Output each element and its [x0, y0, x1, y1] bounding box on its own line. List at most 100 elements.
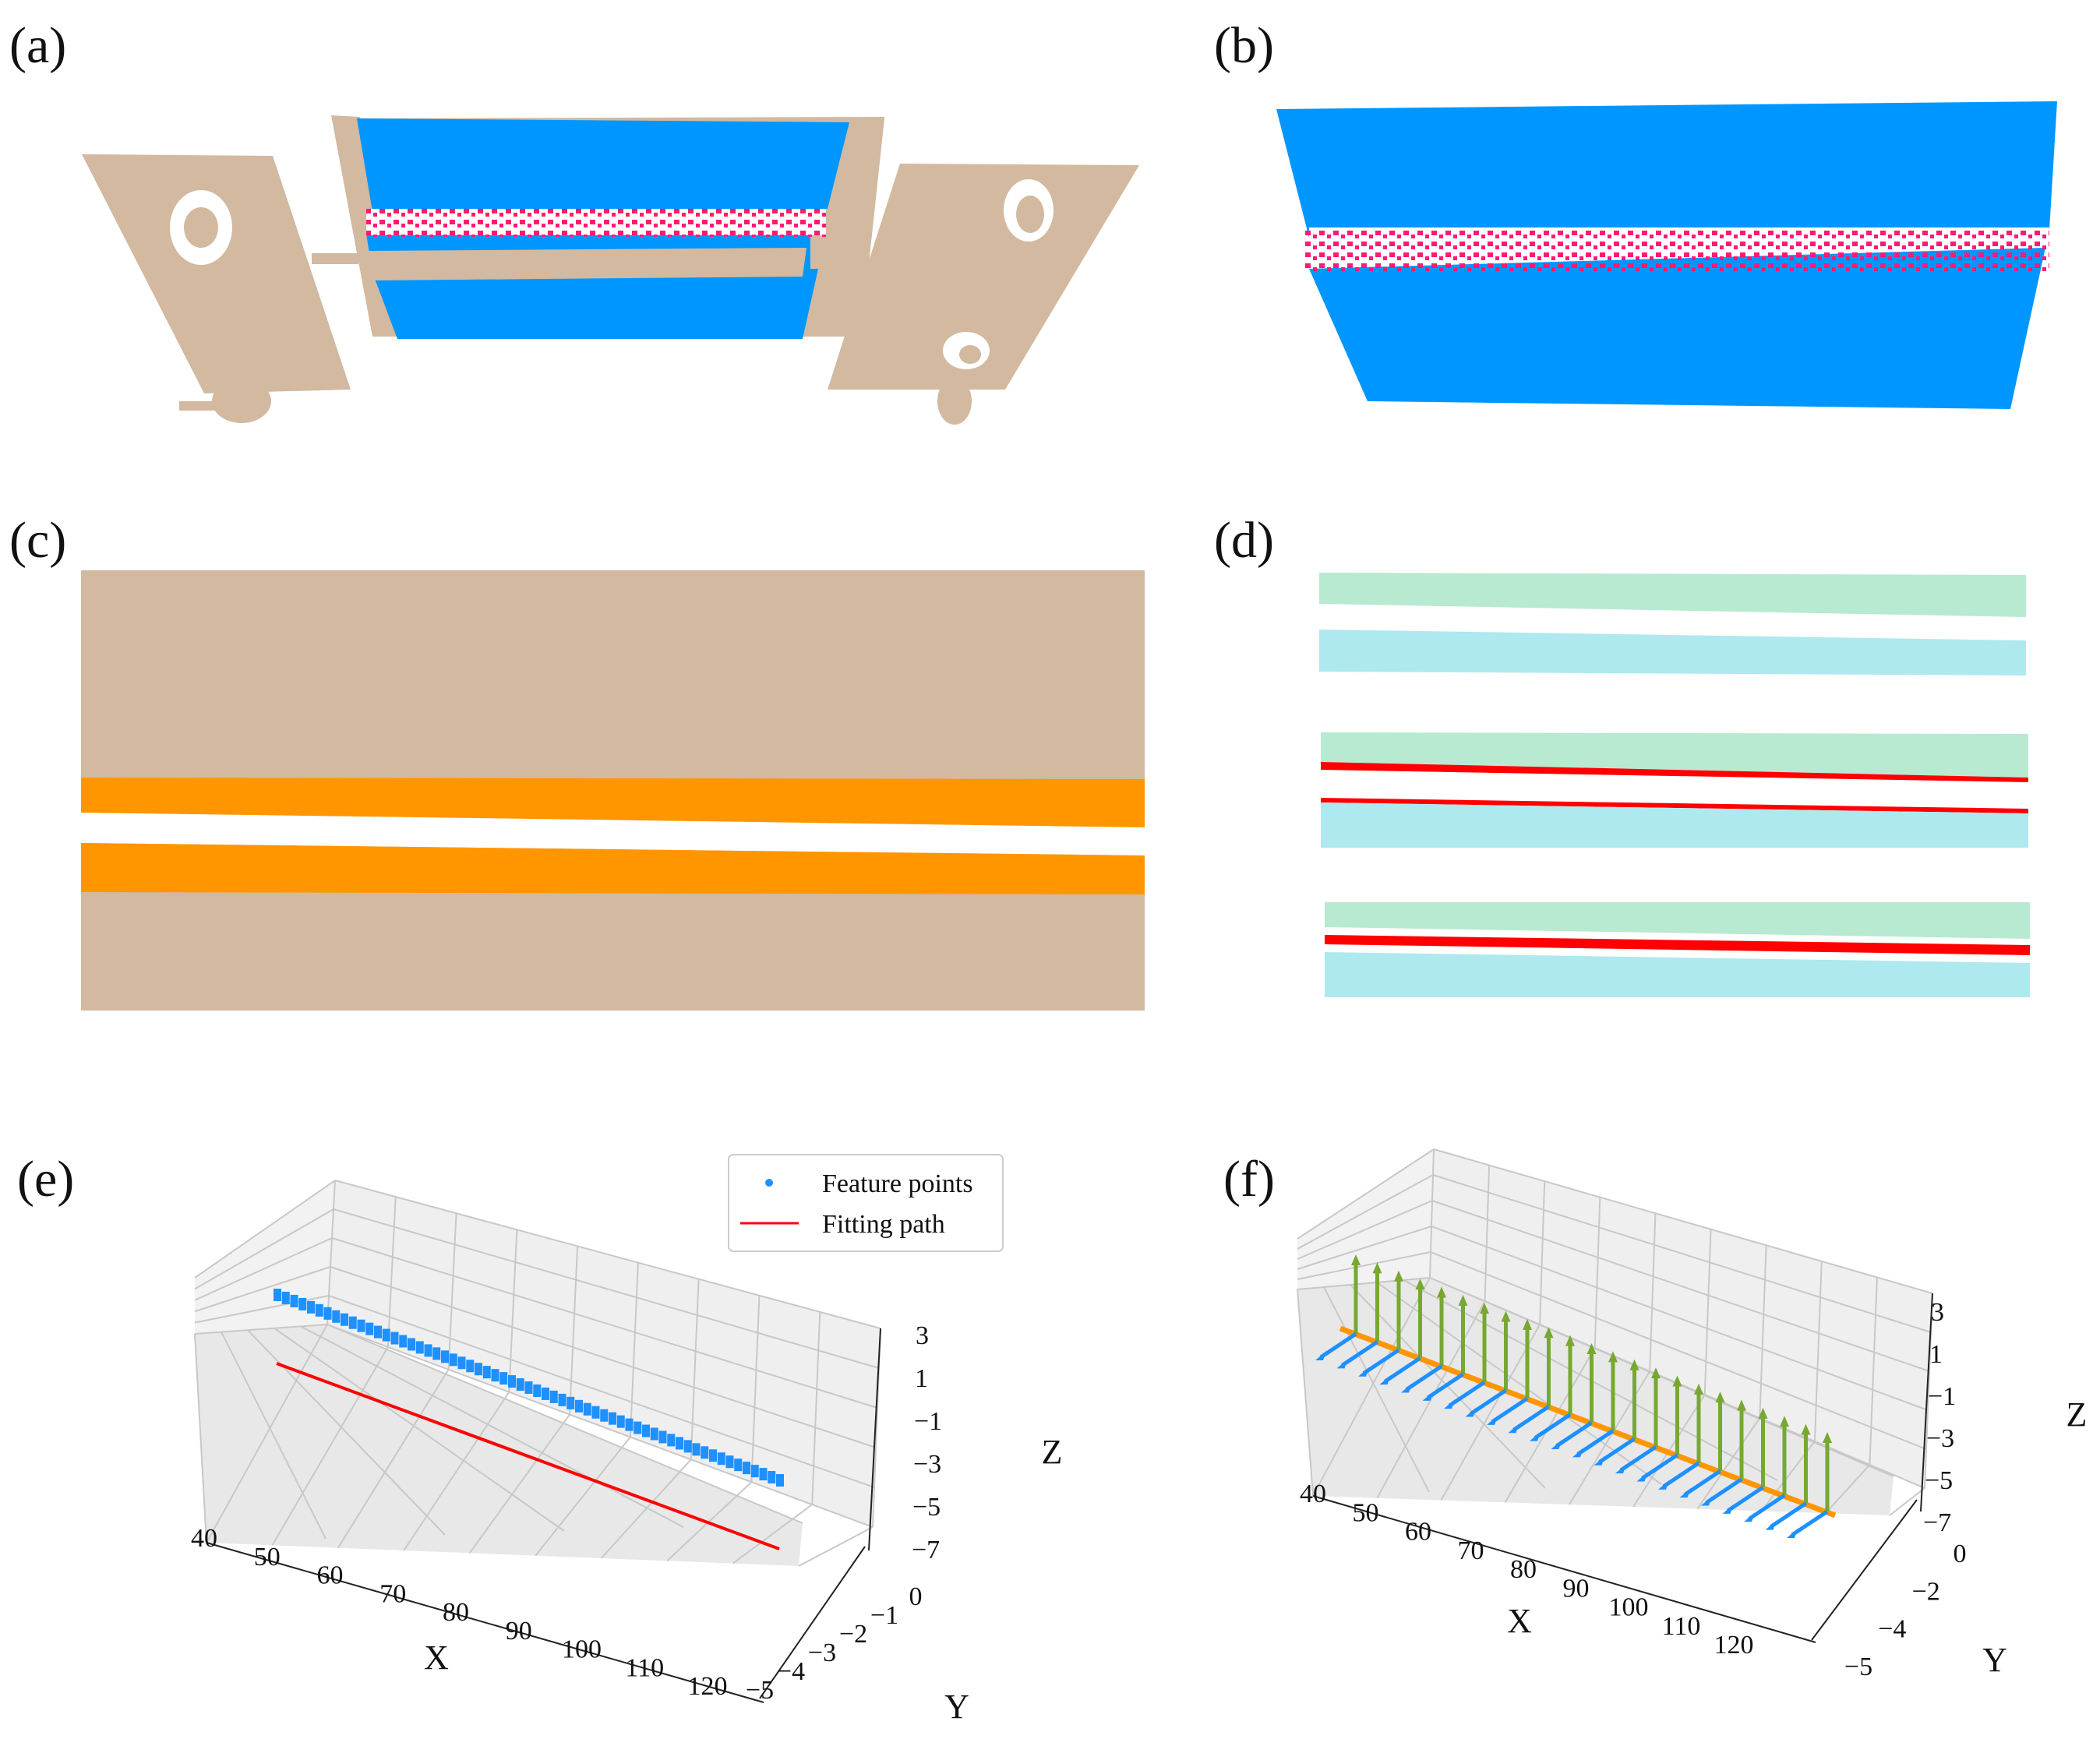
grid-line: [1429, 1277, 1894, 1477]
tangent-arrowhead: [1615, 1464, 1626, 1474]
layer-3-bottom: [1325, 952, 2030, 997]
grid-line: [194, 1333, 207, 1543]
panel-e-label: (e): [17, 1151, 74, 1208]
tangent-vector: [1341, 1340, 1378, 1367]
grid-line: [1429, 1148, 1435, 1279]
grid-line: [1484, 1165, 1491, 1302]
feature-point: [424, 1344, 432, 1357]
feature-point: [298, 1297, 307, 1310]
z-tick-label: −5: [1925, 1466, 1953, 1495]
feature-point: [776, 1474, 784, 1487]
tangent-arrowhead: [1487, 1415, 1498, 1425]
normal-arrowhead: [1458, 1294, 1468, 1306]
feature-point: [609, 1412, 616, 1425]
tangent-arrowhead: [1508, 1423, 1519, 1434]
panel-f: (f) 4050607080901001101200−2−4−531−1−3−5…: [1223, 1148, 2087, 1681]
feature-point: [274, 1289, 281, 1301]
panel-d: (d): [1214, 512, 2030, 997]
tangent-vector: [1405, 1364, 1443, 1392]
normal-arrowhead: [1372, 1262, 1382, 1274]
z-tick-label: 1: [915, 1364, 928, 1393]
tangent-vector: [1470, 1388, 1507, 1416]
tangent-arrowhead: [1572, 1448, 1583, 1458]
layer-2-top: [1321, 732, 2028, 778]
normal-arrowhead: [1565, 1335, 1575, 1346]
normal-arrowhead: [1823, 1432, 1832, 1443]
grid-line: [1297, 1174, 1434, 1250]
panel-a: (a): [9, 17, 1139, 425]
tangent-arrowhead: [1336, 1359, 1348, 1369]
y-tick-label: −4: [1878, 1615, 1906, 1644]
legend-e: Feature points Fitting path: [728, 1154, 1004, 1252]
grid-line: [333, 1208, 880, 1369]
feature-point: [725, 1455, 734, 1469]
feature-point: [399, 1335, 408, 1348]
feature-point: [341, 1313, 348, 1326]
normal-arrowhead: [1501, 1310, 1511, 1322]
x-tick-label: 60: [1405, 1518, 1431, 1547]
panel-a-label: (a): [9, 17, 66, 74]
tangent-vector: [1384, 1356, 1421, 1384]
grid-line: [1297, 1289, 1314, 1497]
normal-arrowhead: [1758, 1407, 1768, 1419]
tangent-arrowhead: [1358, 1367, 1369, 1377]
feature-point: [634, 1421, 642, 1434]
normal-arrowhead: [1394, 1270, 1403, 1282]
grid-line: [508, 1229, 518, 1392]
feature-point: [516, 1378, 524, 1392]
grid-line: [334, 1180, 881, 1329]
seam-band-upper: [81, 778, 1145, 827]
feature-point: [466, 1360, 475, 1373]
grid-line: [468, 1413, 570, 1554]
y-axis-label: Y: [1982, 1641, 2007, 1679]
y-tick-label: −2: [1912, 1577, 1940, 1606]
axes-f: 4050607080901001101200−2−4−531−1−3−5−7XY…: [1297, 1148, 2087, 1681]
feature-point: [307, 1300, 315, 1314]
normal-arrowhead: [1737, 1399, 1746, 1411]
grid-line: [274, 1327, 565, 1532]
y-tick-label: −5: [746, 1676, 774, 1705]
tangent-arrowhead: [1465, 1407, 1477, 1417]
x-tick-label: 80: [443, 1598, 469, 1627]
x-tick-label: 120: [1714, 1631, 1754, 1660]
grid-line: [1433, 1148, 1933, 1294]
feature-point: [701, 1446, 709, 1459]
z-tick-label: −3: [1926, 1424, 1954, 1453]
x-tick-label: 120: [688, 1672, 728, 1701]
fitting-path: [276, 1362, 780, 1550]
grid-line: [331, 1237, 878, 1409]
feature-point: [449, 1353, 457, 1367]
x-axis-label: X: [1507, 1602, 1532, 1640]
lower-plate-surface: [1309, 248, 2045, 409]
x-tick-label: 110: [625, 1653, 664, 1682]
tangent-vector: [1491, 1396, 1529, 1423]
feature-point: [482, 1366, 491, 1379]
grid-line: [1889, 1487, 1925, 1516]
grid-line: [1297, 1277, 1431, 1290]
tangent-arrowhead: [1722, 1504, 1734, 1514]
feature-point: [734, 1459, 743, 1472]
normal-arrowhead: [1715, 1392, 1725, 1403]
feature-point: [382, 1328, 390, 1342]
feature-point: [600, 1409, 609, 1422]
grid-line: [535, 1436, 631, 1557]
y-tick-label: −3: [808, 1638, 836, 1667]
panel-c: (c): [9, 512, 1145, 1011]
grid-line: [1297, 1226, 1432, 1270]
tangent-arrowhead: [1658, 1480, 1669, 1490]
panel-e: (e) 4050607080901001101200−1−2−3−4−531−1…: [17, 1151, 1062, 1726]
grid-line: [1297, 1251, 1431, 1280]
left-plate: [82, 154, 358, 423]
feature-point: [315, 1303, 323, 1317]
feature-point: [542, 1387, 549, 1400]
grid-line: [1432, 1174, 1932, 1333]
feature-point: [759, 1468, 768, 1481]
grid-line: [1504, 1347, 1596, 1503]
z-tick-label: 3: [1931, 1298, 1944, 1327]
grid-line: [194, 1266, 331, 1313]
tangent-arrowhead: [1744, 1512, 1755, 1522]
feature-point: [357, 1319, 365, 1332]
left-wall-pane: [1297, 1149, 1434, 1289]
grid-line: [194, 1208, 334, 1290]
grid-line: [194, 1295, 330, 1324]
